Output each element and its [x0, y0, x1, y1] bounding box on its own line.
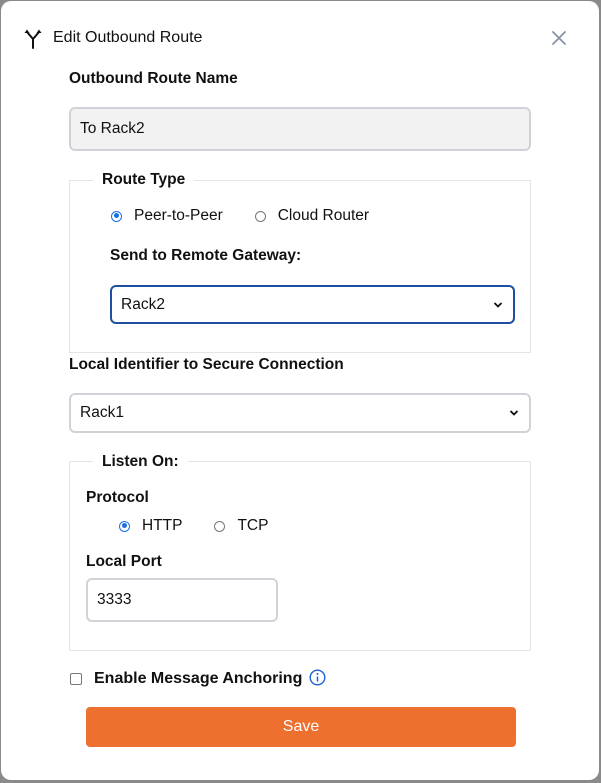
protocol-label: Protocol — [86, 489, 149, 506]
enable-message-anchoring-checkbox[interactable] — [70, 673, 82, 685]
enable-message-anchoring-label: Enable Message Anchoring — [94, 670, 303, 687]
local-port-input[interactable]: 3333 — [86, 578, 278, 622]
chevron-down-icon — [509, 410, 519, 416]
radio-label: Peer-to-Peer — [134, 207, 223, 224]
radio-tcp[interactable]: TCP — [214, 517, 268, 535]
local-port-value: 3333 — [97, 591, 132, 608]
route-name-label: Outbound Route Name — [69, 70, 238, 87]
remote-gateway-label: Send to Remote Gateway: — [110, 247, 302, 264]
radio-label: Cloud Router — [277, 207, 370, 224]
local-identifier-value: Rack1 — [80, 404, 124, 421]
radio-peer-to-peer[interactable]: Peer-to-Peer — [111, 207, 223, 225]
radio-button-checked[interactable] — [111, 210, 122, 222]
route-name-value: To Rack2 — [80, 120, 145, 137]
radio-cloud-router[interactable]: Cloud Router — [254, 207, 370, 225]
radio-button-unchecked[interactable] — [214, 520, 226, 532]
listen-on-legend: Listen On: — [93, 453, 188, 471]
radio-http[interactable]: HTTP — [119, 517, 182, 535]
route-type-legend: Route Type — [93, 171, 195, 189]
route-split-icon — [24, 29, 42, 49]
protocol-radio-group: HTTP TCP — [119, 517, 300, 535]
chevron-down-icon — [493, 301, 503, 308]
local-identifier-select[interactable]: Rack1 — [69, 393, 531, 433]
local-port-label: Local Port — [86, 553, 162, 570]
radio-button-unchecked[interactable] — [254, 210, 266, 222]
local-identifier-label: Local Identifier to Secure Connection — [69, 356, 344, 373]
route-type-fieldset — [69, 180, 531, 353]
remote-gateway-select[interactable]: Rack2 — [110, 285, 515, 324]
close-icon[interactable] — [551, 30, 567, 46]
save-button[interactable]: Save — [86, 707, 516, 747]
remote-gateway-value: Rack2 — [121, 295, 165, 313]
route-name-input[interactable]: To Rack2 — [69, 107, 531, 151]
radio-button-checked[interactable] — [119, 520, 130, 532]
modal-title: Edit Outbound Route — [53, 29, 203, 46]
modal-header: Edit Outbound Route — [23, 27, 202, 49]
radio-label: TCP — [237, 517, 269, 534]
radio-label: HTTP — [142, 517, 183, 534]
route-type-radio-group: Peer-to-Peer Cloud Router — [111, 207, 401, 225]
info-icon[interactable] — [309, 669, 326, 686]
listen-on-fieldset — [69, 461, 531, 651]
